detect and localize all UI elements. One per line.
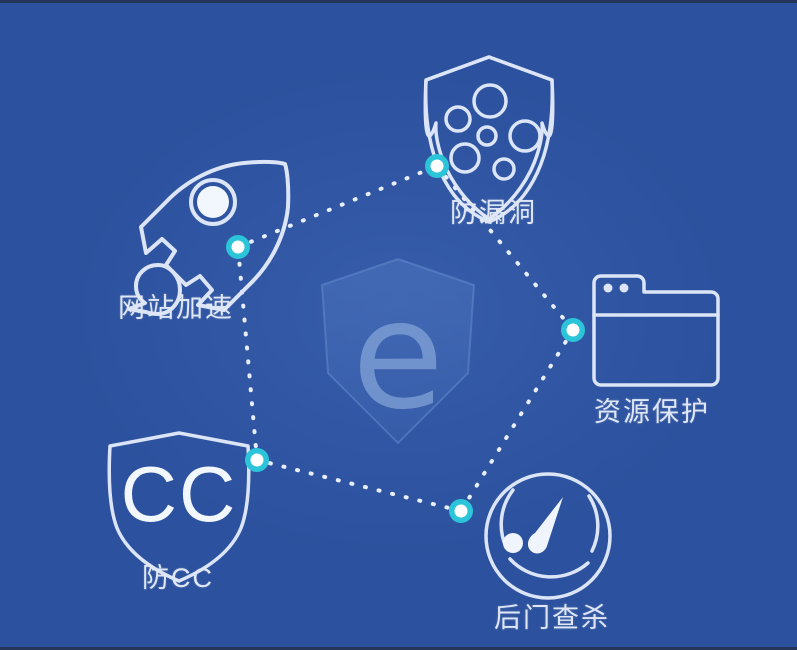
shield-holes-icon bbox=[423, 55, 555, 224]
label-backdoor-scanning: 后门查杀 bbox=[494, 603, 610, 633]
cc-shield-icon: CC bbox=[107, 431, 251, 583]
connection-node[interactable] bbox=[449, 499, 473, 523]
window-folder-icon bbox=[592, 274, 720, 387]
connection-node[interactable] bbox=[561, 318, 585, 342]
center-watermark-layer: e bbox=[320, 257, 476, 445]
gauge-icon bbox=[484, 472, 612, 600]
nodes-layer bbox=[226, 154, 585, 523]
label-vulnerability-protection: 防漏洞 bbox=[450, 198, 537, 228]
label-website-acceleration: 网站加速 bbox=[118, 293, 234, 323]
connection-node[interactable] bbox=[425, 154, 449, 178]
watermark-letter: e bbox=[352, 269, 444, 443]
rocket-icon bbox=[127, 159, 291, 316]
label-anti-cc-attack: 防CC bbox=[142, 563, 214, 593]
label-resource-protection: 资源保护 bbox=[594, 397, 710, 427]
connection-node[interactable] bbox=[226, 235, 250, 259]
icons-layer: CC bbox=[107, 55, 720, 600]
shield-e-logo: e bbox=[320, 257, 476, 445]
cc-shield-text: CC bbox=[121, 450, 238, 538]
connection-node[interactable] bbox=[245, 448, 269, 472]
